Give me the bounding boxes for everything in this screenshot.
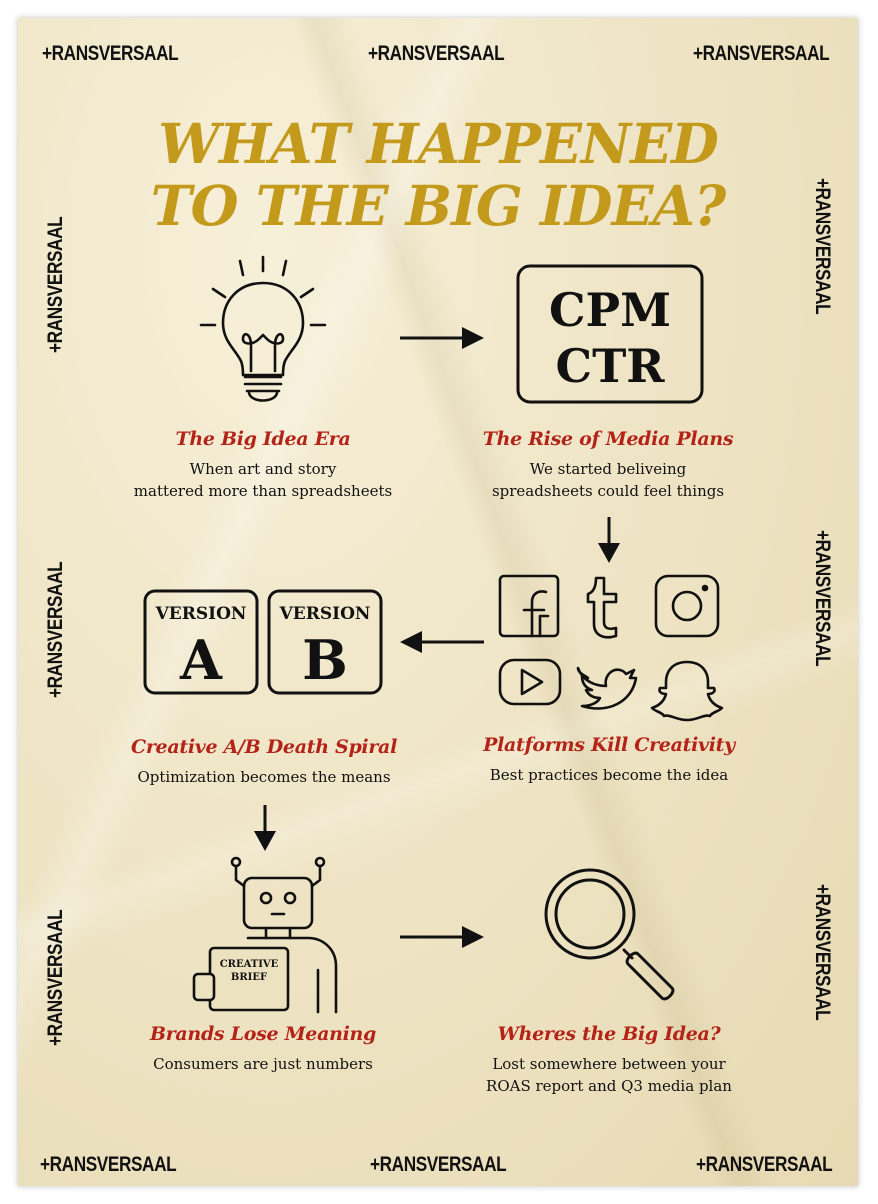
version-card-a-letter: A bbox=[179, 628, 223, 692]
lightbulb-icon bbox=[199, 255, 327, 402]
step-heading: Platforms Kill Creativity bbox=[483, 734, 735, 756]
snapchat-icon bbox=[650, 660, 724, 722]
step-heading: The Big Idea Era bbox=[175, 428, 351, 450]
metrics-card-line-2: CTR bbox=[555, 339, 665, 393]
step-rise-of-media-plans: The Rise of Media Plans We started beliv… bbox=[438, 428, 778, 502]
version-card-b-label: VERSION bbox=[279, 604, 371, 624]
arrow-down-2 bbox=[254, 805, 276, 851]
arrow-right-1 bbox=[400, 327, 484, 349]
poster: +RANSVERSAAL +RANSVERSAAL +RANSVERSAAL +… bbox=[18, 18, 858, 1186]
arrow-down-1 bbox=[598, 517, 620, 563]
step-heading: Wheres the Big Idea? bbox=[497, 1023, 721, 1045]
instagram-icon bbox=[654, 574, 720, 638]
tumblr-icon bbox=[586, 576, 618, 639]
step-description-line-1: We started beliveing bbox=[529, 460, 687, 478]
platform-icons bbox=[498, 574, 724, 722]
version-card-b-letter: B bbox=[302, 628, 348, 692]
step-platforms-kill-creativity: Platforms Kill Creativity Best practices… bbox=[439, 734, 779, 786]
twitter-icon bbox=[576, 666, 638, 710]
arrow-left-1 bbox=[400, 631, 484, 653]
step-heading: The Rise of Media Plans bbox=[482, 428, 734, 450]
step-description-line-1: Consumers are just numbers bbox=[153, 1055, 373, 1073]
title-line-1: WHAT HAPPENED bbox=[158, 111, 719, 176]
youtube-icon bbox=[498, 658, 562, 706]
watermark-right-3: +RANSVERSAAL bbox=[811, 884, 834, 1021]
watermark-left-1: +RANSVERSAAL bbox=[44, 216, 67, 353]
version-card-b: VERSION B bbox=[267, 589, 383, 695]
robot-brief-line-1: CREATIVE bbox=[220, 959, 279, 970]
watermark-top-center: +RANSVERSAAL bbox=[368, 42, 505, 65]
watermark-left-3: +RANSVERSAAL bbox=[44, 909, 67, 1046]
watermark-bottom-center: +RANSVERSAAL bbox=[370, 1153, 507, 1176]
step-description-line-2: spreadsheets could feel things bbox=[491, 482, 725, 500]
metrics-card-line-1: CPM bbox=[549, 283, 671, 337]
robot-brief-line-2: BRIEF bbox=[231, 972, 267, 983]
step-heading: Brands Lose Meaning bbox=[149, 1023, 377, 1045]
step-description-line-1: Best practices become the idea bbox=[489, 766, 729, 784]
step-description-line-1: Optimization becomes the means bbox=[137, 768, 391, 786]
step-description-line-2: ROAS report and Q3 media plan bbox=[486, 1077, 732, 1095]
step-brands-lose-meaning: Brands Lose Meaning Consumers are just n… bbox=[93, 1023, 433, 1075]
arrow-right-2 bbox=[400, 926, 484, 948]
title-line-2: TO THE BIG IDEA? bbox=[150, 173, 727, 238]
watermark-top-right: +RANSVERSAAL bbox=[693, 42, 830, 65]
step-wheres-the-big-idea: Wheres the Big Idea? Lost somewhere betw… bbox=[439, 1023, 779, 1097]
version-card-a: VERSION A bbox=[143, 589, 259, 695]
facebook-icon bbox=[498, 574, 560, 638]
robot-icon: CREATIVE BRIEF bbox=[192, 856, 338, 1014]
step-description-line-2: mattered more than spreadsheets bbox=[133, 482, 393, 500]
watermark-left-2: +RANSVERSAAL bbox=[44, 561, 67, 698]
step-description-line-1: When art and story bbox=[189, 460, 337, 478]
watermark-top-left: +RANSVERSAAL bbox=[42, 42, 179, 65]
step-heading: Creative A/B Death Spiral bbox=[131, 736, 397, 758]
magnifying-glass-icon bbox=[544, 868, 675, 1001]
metrics-card: CPM CTR bbox=[516, 264, 704, 404]
page-title: WHAT HAPPENED TO THE BIG IDEA? bbox=[18, 113, 858, 237]
watermark-right-2: +RANSVERSAAL bbox=[811, 530, 834, 667]
step-ab-death-spiral: Creative A/B Death Spiral Optimization b… bbox=[94, 736, 434, 788]
watermark-bottom-left: +RANSVERSAAL bbox=[40, 1153, 177, 1176]
watermark-bottom-right: +RANSVERSAAL bbox=[696, 1153, 833, 1176]
step-description-line-1: Lost somewhere between your bbox=[492, 1055, 726, 1073]
step-big-idea-era: The Big Idea Era When art and story matt… bbox=[93, 428, 433, 502]
version-cards: VERSION A VERSION B bbox=[143, 589, 383, 695]
version-card-a-label: VERSION bbox=[155, 604, 247, 624]
